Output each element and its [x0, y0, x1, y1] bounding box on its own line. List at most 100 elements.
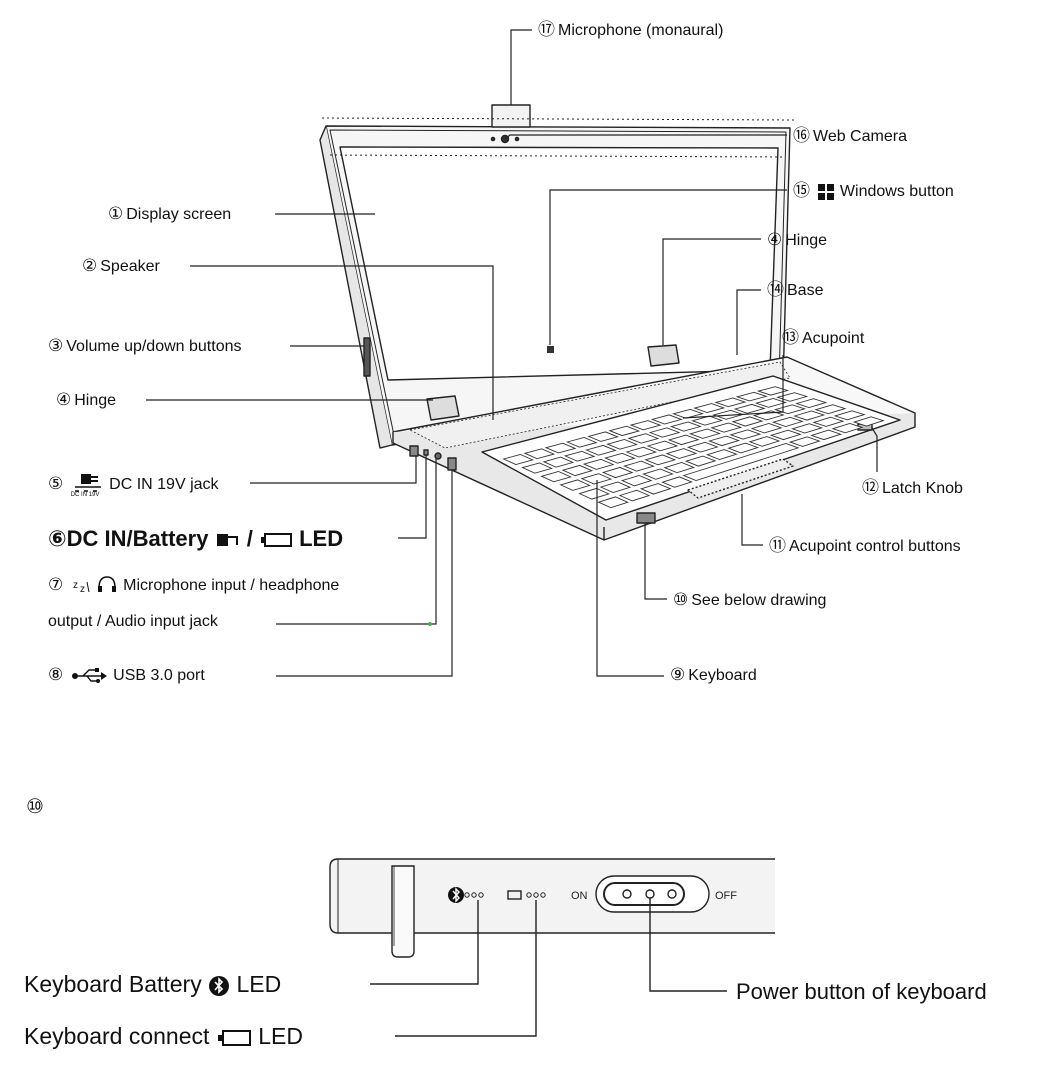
leader-17 — [510, 29, 532, 105]
keyboard-key — [831, 423, 864, 434]
label-dc-battery-led: ⑥DC IN/Battery / LED — [48, 526, 344, 551]
dc-plug-small-icon — [216, 534, 238, 547]
label-usb-port: ⑧ USB 3.0 port — [48, 665, 205, 684]
keyboard-key — [810, 429, 843, 441]
label-dc-in-jack: ⑤ DC IN 19V DC IN 19V jack — [48, 470, 219, 500]
keyboard-key — [521, 462, 553, 474]
keyboard-key — [750, 423, 783, 434]
keyboard-key — [791, 423, 824, 434]
hinge-left — [426, 395, 460, 421]
keyboard-key — [601, 466, 634, 479]
detail-latch — [391, 865, 415, 958]
keyboard-key — [754, 398, 787, 408]
dc-in-jack — [409, 445, 419, 457]
keyboard-key — [852, 416, 885, 427]
bluetooth-icon-detail — [448, 887, 464, 903]
keyboard-key — [565, 437, 598, 448]
keyboard-key — [714, 397, 747, 408]
keyboard-key — [646, 440, 679, 452]
label-keyboard-battery-led: Keyboard Battery LED — [24, 971, 282, 997]
keyboard-key — [795, 398, 828, 408]
dc-plug-icon: DC IN 19V — [71, 470, 105, 500]
leader-7 — [276, 459, 437, 625]
keyboard-key — [729, 429, 762, 440]
usb-port — [447, 457, 457, 471]
keyboard-key — [731, 416, 764, 427]
keyboard-key — [578, 487, 610, 500]
keyboard-key — [580, 473, 613, 485]
switch-on-label: ON — [571, 890, 588, 902]
dc-led — [423, 449, 429, 456]
keyboard-key — [542, 456, 575, 468]
keyboard-key — [752, 410, 785, 421]
leader-2 — [190, 265, 494, 420]
keyboard-key — [648, 427, 681, 438]
leader-13 — [682, 355, 784, 419]
keyboard-key — [650, 414, 683, 425]
hinge-right — [647, 344, 680, 367]
volume-buttons — [363, 337, 371, 377]
keyboard-front-switch — [636, 512, 656, 524]
bluetooth-icon — [209, 975, 230, 996]
keyboard-key — [604, 452, 636, 464]
keyboard-key — [682, 443, 800, 481]
keyboard-key — [769, 429, 802, 441]
keyboard-key — [788, 436, 821, 447]
keyboard-key — [608, 425, 641, 437]
keyboard-key — [771, 416, 804, 427]
keyboard-key — [688, 428, 721, 439]
keyboard-key — [618, 489, 651, 502]
keyboard-key — [639, 483, 672, 495]
keyboard-key — [776, 392, 809, 402]
keyboard-key — [667, 434, 700, 446]
leader-11 — [741, 494, 763, 546]
svg-text:z: z — [73, 580, 78, 591]
keyboard-key — [606, 439, 638, 450]
keyboard-key — [559, 479, 591, 491]
keyboard-key — [693, 403, 726, 413]
microphone-bump — [491, 104, 531, 128]
leader-kb-battery — [370, 900, 479, 985]
keyboard-key — [710, 422, 743, 433]
keyboard-key — [644, 454, 677, 466]
label-audio-jack-line2: output / Audio input jack — [48, 613, 218, 630]
keyboard-key — [523, 448, 556, 460]
detail-section-number: ⑩ — [26, 796, 44, 818]
keyboard-key — [661, 476, 693, 488]
leader-12 — [871, 427, 878, 472]
keyboard-key — [814, 404, 847, 415]
keyboard-key — [587, 431, 620, 442]
keyboard-key — [625, 446, 658, 458]
keyboard-key — [812, 416, 845, 427]
svg-text:z: z — [80, 584, 85, 595]
leader-16 — [504, 134, 787, 140]
leader-8 — [276, 470, 453, 677]
keyboard-key — [629, 420, 662, 431]
display-panel — [339, 146, 779, 381]
keyboard-key — [627, 433, 660, 444]
label-keyboard-connect-led: Keyboard connect LED — [24, 1023, 303, 1049]
keyboard-key — [686, 441, 719, 453]
keyboard-key — [669, 421, 702, 432]
windows-button — [547, 346, 554, 353]
usb-icon — [71, 667, 107, 683]
keyboard-key — [585, 444, 617, 456]
keyboard-key — [561, 464, 594, 477]
keyboard-key — [748, 436, 781, 447]
windows-icon — [818, 183, 835, 200]
keyboard-key — [620, 475, 653, 487]
power-switch-slider — [603, 882, 685, 906]
keyboard-key — [735, 391, 768, 402]
switch-off-label: OFF — [715, 890, 737, 902]
